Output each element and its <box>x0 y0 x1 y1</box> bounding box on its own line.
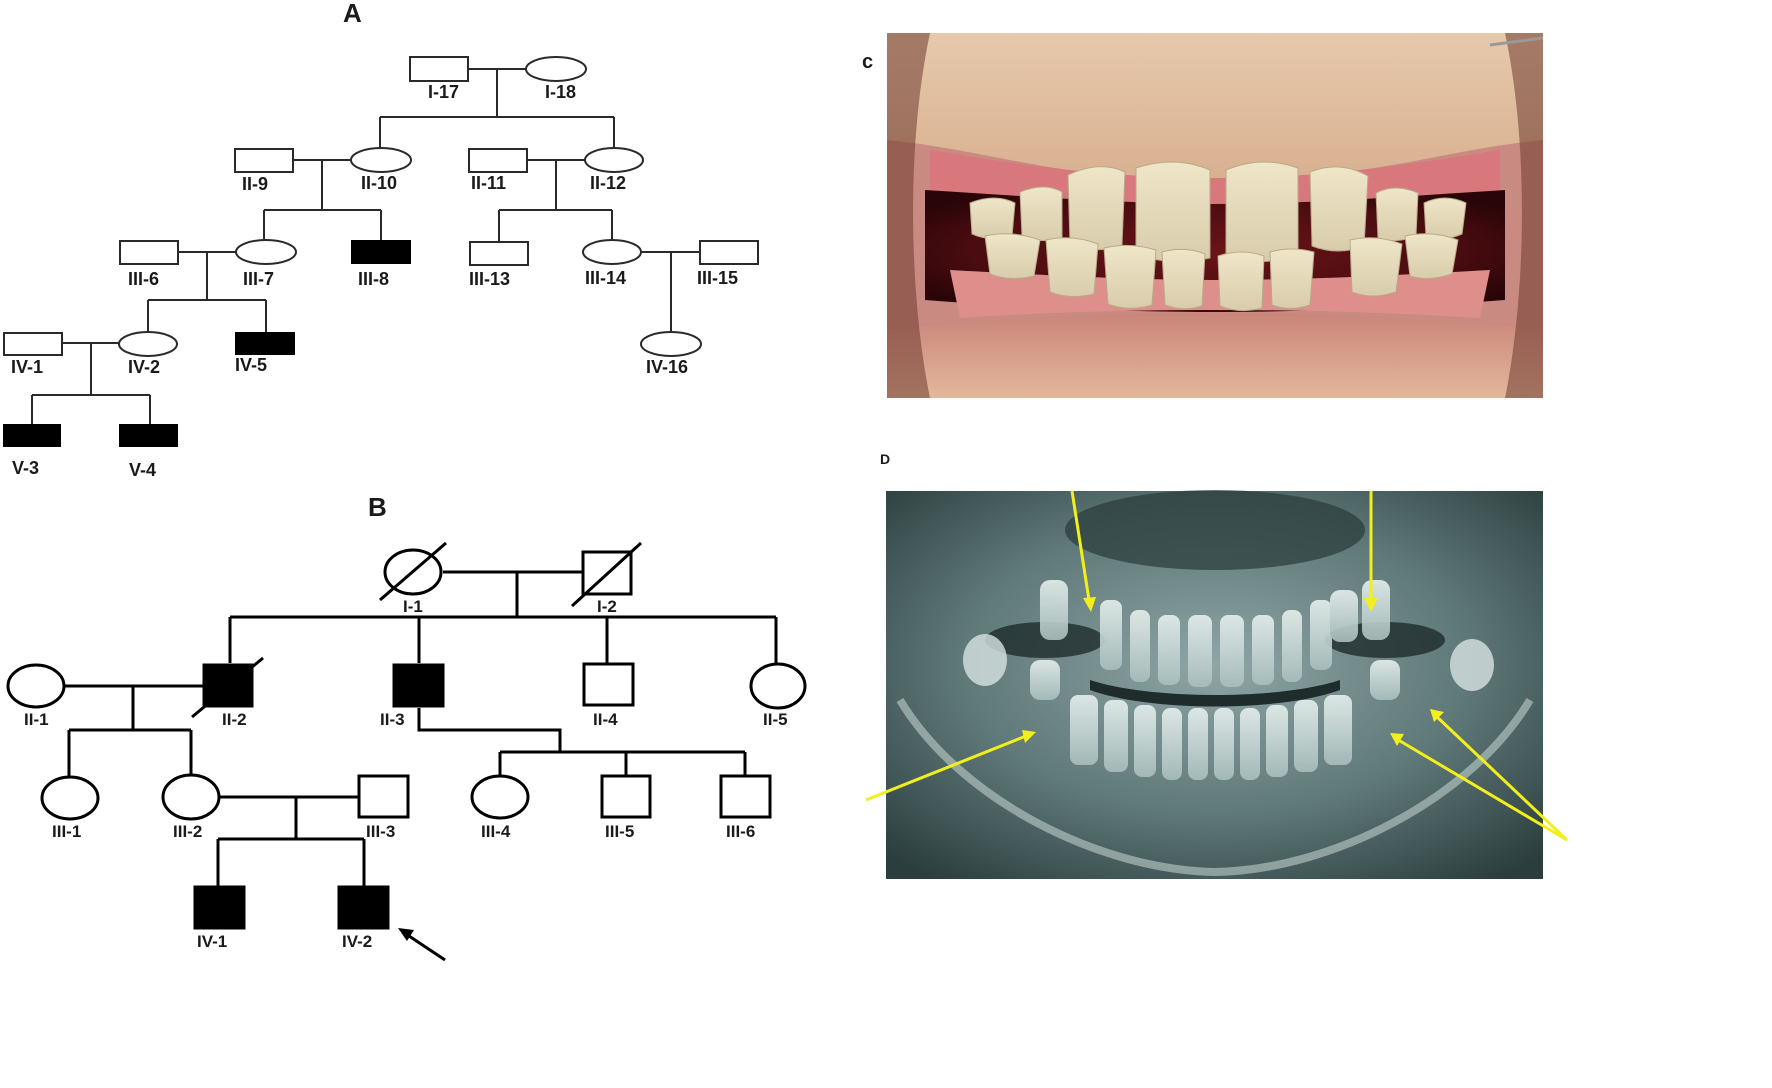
pedigree-b: B I-1 I-2 II-1 II-2 II-3 <box>6 492 807 962</box>
pedigree-b-III-4-circle <box>470 774 530 820</box>
pedigree-b-III-2-circle <box>161 773 221 821</box>
pedigree-a-III-6-label: III-6 <box>128 269 159 289</box>
line-gen3-left <box>147 251 267 333</box>
pedigree-a-III-15-square <box>699 240 759 265</box>
pedigree-a-I-17-label: I-17 <box>428 82 459 102</box>
panel-b-label: B <box>368 492 387 522</box>
pedigree-a-III-14-label: III-14 <box>585 268 626 288</box>
pedigree-b-IV-2-label: IV-2 <box>342 932 372 951</box>
line-b-gen2-right <box>417 708 747 776</box>
pedigree-a-V-3-label: V-3 <box>12 458 39 478</box>
pedigree-b-III-6-square <box>719 774 772 819</box>
pedigree-a-II-10-circle <box>350 147 412 173</box>
pedigree-b-IV-1-square <box>193 885 246 930</box>
pedigree-b-II-4-square <box>582 662 635 707</box>
line-b-gen2-left <box>65 684 204 776</box>
panel-c-label: c <box>862 51 873 73</box>
pedigree-a-IV-1-label: IV-1 <box>11 357 43 377</box>
pedigree-a: A I-17 I-18 II-9 II-10 II-1 <box>3 0 759 480</box>
line-gen2-left <box>263 159 382 248</box>
pedigree-a-III-13-square <box>469 241 529 266</box>
pedigree-b-II-4-label: II-4 <box>593 710 618 729</box>
deceased-slash-I-1 <box>379 541 447 602</box>
pedigree-a-V-3-square <box>3 424 61 447</box>
line-gen2-right <box>498 159 613 243</box>
pedigree-a-II-12-label: II-12 <box>590 173 626 193</box>
pedigree-b-II-3-square <box>392 663 445 708</box>
pedigree-b-I-1-label: I-1 <box>403 597 423 616</box>
pedigree-b-III-5-label: III-5 <box>605 822 634 841</box>
line-gen4 <box>31 342 151 425</box>
pedigree-b-III-2-label: III-2 <box>173 822 202 841</box>
pedigree-a-II-9-label: II-9 <box>242 174 268 194</box>
panoramic-xray <box>865 490 1569 879</box>
pedigree-a-II-9-square <box>234 148 294 173</box>
pedigree-a-IV-5-label: IV-5 <box>235 355 267 375</box>
pedigree-b-II-3-label: II-3 <box>380 710 405 729</box>
pedigree-a-V-4-label: V-4 <box>129 460 156 480</box>
pedigree-b-IV-1-label: IV-1 <box>197 932 227 951</box>
pedigree-a-III-7-label: III-7 <box>243 269 274 289</box>
line-gen1 <box>379 68 615 157</box>
pedigree-a-IV-2-label: IV-2 <box>128 357 160 377</box>
line-b-gen3 <box>216 795 366 886</box>
proband-arrow-head <box>398 928 414 941</box>
pedigree-a-I-18-label: I-18 <box>545 82 576 102</box>
pedigree-b-III-1-circle <box>40 775 100 821</box>
pedigree-a-II-11-square <box>468 148 528 173</box>
deceased-slash-I-2 <box>570 541 643 608</box>
pedigree-b-II-2-label: II-2 <box>222 710 247 729</box>
pedigree-b-II-1-label: II-1 <box>24 710 49 729</box>
pedigree-b-III-1-label: III-1 <box>52 822 81 841</box>
pedigree-b-III-4-label: III-4 <box>481 822 511 841</box>
pedigree-b-II-1-circle <box>6 663 66 709</box>
pedigree-b-II-5-label: II-5 <box>763 710 788 729</box>
pedigree-a-IV-16-circle <box>640 331 702 357</box>
photo-retractor <box>1489 36 1544 47</box>
pedigree-a-II-10-label: II-10 <box>361 173 397 193</box>
pedigree-a-III-6-square <box>119 240 179 265</box>
pedigree-b-I-2-label: I-2 <box>597 597 617 616</box>
pedigree-a-III-13-label: III-13 <box>469 269 510 289</box>
pedigree-a-IV-2-circle <box>118 331 178 357</box>
pedigree-b-III-5-square <box>600 774 652 819</box>
pedigree-b-II-5-circle <box>749 662 807 710</box>
pedigree-a-III-15-label: III-15 <box>697 268 738 288</box>
pedigree-a-IV-1-square <box>3 332 63 356</box>
pedigree-a-III-14-circle <box>582 239 642 265</box>
pedigree-a-II-11-label: II-11 <box>471 173 506 193</box>
line-b-gen1 <box>228 570 778 663</box>
clinical-photo <box>887 33 1543 398</box>
panel-a-label: A <box>343 0 362 28</box>
pedigree-b-IV-2-square <box>337 885 390 930</box>
pedigree-a-II-12-circle <box>584 147 644 173</box>
pedigree-b-III-3-label: III-3 <box>366 822 395 841</box>
pedigree-a-III-7-circle <box>235 239 297 265</box>
pedigree-a-V-4-square <box>119 424 178 447</box>
pedigree-a-IV-5-square <box>235 332 295 355</box>
panel-d-label: D <box>880 451 890 467</box>
pedigree-b-III-3-square <box>357 774 410 819</box>
pedigree-a-III-8-label: III-8 <box>358 269 389 289</box>
deceased-slash-II-2 <box>191 656 264 719</box>
pedigree-b-III-6-label: III-6 <box>726 822 755 841</box>
pedigree-a-IV-16-label: IV-16 <box>646 357 688 377</box>
pedigree-a-I-17-square <box>409 56 469 82</box>
pedigree-a-III-8-square <box>351 240 411 264</box>
line-gen3-right <box>641 251 700 333</box>
proband-arrow <box>402 930 446 962</box>
pedigree-a-I-18-circle <box>525 56 587 82</box>
